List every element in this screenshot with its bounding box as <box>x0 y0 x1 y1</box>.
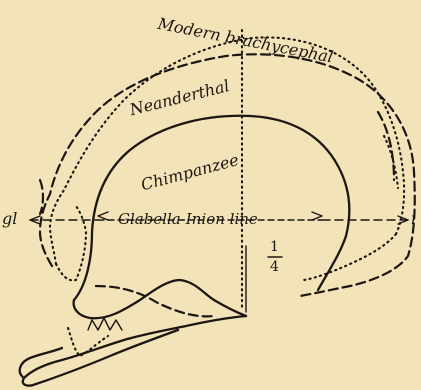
modern-brachycephal-outline <box>50 37 404 264</box>
chimpanzee-teeth <box>88 318 122 330</box>
fraction-numerator: 1 <box>270 239 279 255</box>
gl-label: gl <box>2 209 17 228</box>
neanderthal-frontal-notch <box>40 180 43 214</box>
modern-brachycephal-lower-left <box>56 206 86 280</box>
modern-brachycephal-label: Modern brachycephal <box>155 14 334 67</box>
fraction-denominator: 4 <box>270 259 279 275</box>
inner-left-arrowhead <box>98 212 108 220</box>
chimpanzee-label: Chimpanzee <box>139 150 241 194</box>
chimpanzee-mandible-lower <box>20 348 62 378</box>
inner-right-arrowhead <box>312 212 322 220</box>
chimpanzee-outline <box>74 116 349 300</box>
i-label: i <box>411 209 416 228</box>
glabella-inion-label: Glabella-Inion line <box>118 210 258 228</box>
modern-brachycephal-lower-right <box>304 234 396 280</box>
